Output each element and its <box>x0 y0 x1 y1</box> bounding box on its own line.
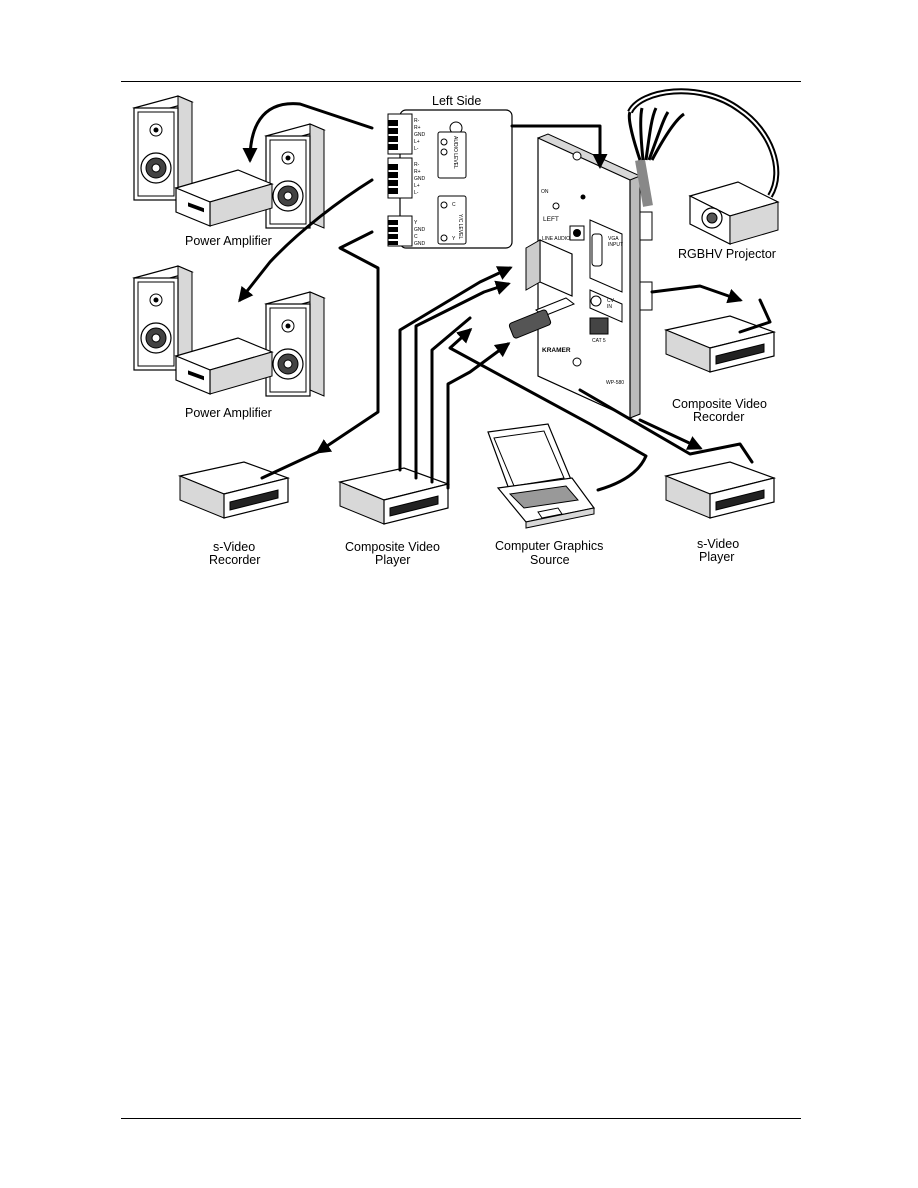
plate-rgbhv-terminal <box>639 211 653 241</box>
cables <box>238 102 772 492</box>
rgbhv-projector <box>688 181 780 245</box>
panel-brand-label: KRAMER <box>542 347 571 354</box>
s-video-player-label-2: Player <box>699 550 734 564</box>
left-side-label: Left Side <box>432 94 481 108</box>
terminal-label-audio-out-2-3: L+ <box>414 183 420 189</box>
audio-out-terminal-1 <box>387 113 413 155</box>
yc-level-label: Y/C LEVEL <box>457 214 463 240</box>
s-video-player <box>665 461 775 519</box>
panel-line-audio-label: LINE AUDIO <box>542 236 570 242</box>
composite-video-recorder-label-1: Composite Video <box>672 397 767 411</box>
terminal-label-yc-out-0: Y <box>414 220 418 226</box>
terminal-label-audio-out-3: L+ <box>414 139 420 145</box>
panel-vga-input-label-2: INPUT <box>608 242 623 248</box>
panel-cv-label-2: IN <box>607 304 612 310</box>
terminal-label-audio-out-1: R+ <box>414 125 421 131</box>
composite-video-recorder <box>665 315 775 373</box>
yc-level-c-pot <box>440 201 448 209</box>
rgbhv-projector-label: RGBHV Projector <box>678 247 776 261</box>
terminal-label-audio-out-4: L- <box>414 146 419 152</box>
yc-level-y-mark: Y <box>452 236 456 242</box>
composite-video-recorder-label-2: Recorder <box>693 410 744 424</box>
yc-out-terminal <box>387 215 413 247</box>
terminal-label-audio-out-2-4: L- <box>414 190 419 196</box>
terminal-label-audio-out-2-2: GND <box>414 176 426 182</box>
composite-video-player-label-1: Composite Video <box>345 540 440 554</box>
panel-cat5-label: CAT 5 <box>592 338 606 344</box>
panel-model-label: WP-580 <box>606 380 624 386</box>
vga-plug <box>525 239 573 297</box>
terminal-label-audio-out-2-1: R+ <box>414 169 421 175</box>
panel-vga-input-label-1: VGA <box>608 236 619 242</box>
terminal-label-yc-out-1: GND <box>414 227 426 233</box>
speaker-right-top <box>265 123 325 229</box>
audio-level-r-pot <box>440 138 448 146</box>
terminal-label-audio-out-2-0: R- <box>414 162 420 168</box>
terminal-label-yc-out-3: GND <box>414 241 426 247</box>
panel-left-label: LEFT <box>543 216 559 223</box>
speaker-right-bottom <box>265 291 325 397</box>
power-amplifier-top-label: Power Amplifier <box>185 234 272 248</box>
s-video-player-label-1: s-Video <box>697 537 739 551</box>
top-rule <box>121 81 801 82</box>
speaker-left-top <box>133 95 193 201</box>
terminal-label-audio-out-2: GND <box>414 132 426 138</box>
terminal-label-audio-out-0: R- <box>414 118 420 124</box>
svideo-plug <box>508 297 576 339</box>
panel-on-label: ON <box>541 189 549 195</box>
s-video-recorder-label-1: s-Video <box>213 540 255 554</box>
bnc-fanout <box>627 88 780 207</box>
s-video-recorder-label-2: Recorder <box>209 553 260 567</box>
computer-graphics-source-label-1: Computer Graphics <box>495 539 603 553</box>
bottom-rule <box>121 1118 801 1119</box>
composite-video-player-label-2: Player <box>375 553 410 567</box>
terminal-label-yc-out-2: C <box>414 234 418 240</box>
yc-level-y-pot <box>440 234 448 242</box>
plate-cv-out-terminal <box>639 281 653 311</box>
audio-out-terminal-2 <box>387 157 413 199</box>
audio-level-l-pot <box>440 148 448 156</box>
power-amplifier-bottom-label: Power Amplifier <box>185 406 272 420</box>
yc-level-c-mark: C <box>452 202 456 208</box>
s-video-recorder <box>179 461 289 519</box>
laptop <box>487 423 596 529</box>
computer-graphics-source-label-2: Source <box>530 553 570 567</box>
audio-level-label: AUDIO LEVEL <box>452 136 458 169</box>
panel-cv-label-1: CV <box>607 298 615 304</box>
